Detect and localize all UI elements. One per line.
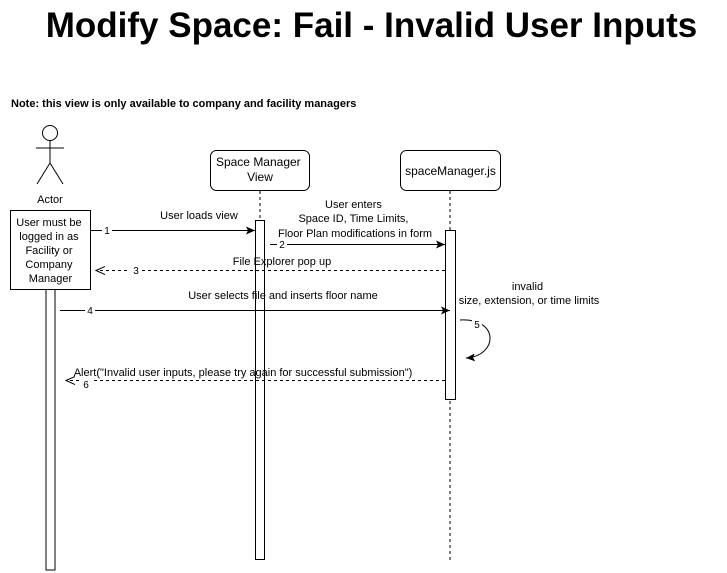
message-1: 1 User loads view xyxy=(91,210,255,237)
participant-space-manager-view-label: Space Manager View xyxy=(216,155,304,184)
message-6-number: 6 xyxy=(83,380,89,391)
actor-icon xyxy=(36,125,64,185)
message-5-number: 5 xyxy=(474,320,480,331)
message-3: 3 File Explorer pop up xyxy=(96,256,445,277)
message-5: 5 invalid size, extension, or time limit… xyxy=(459,281,600,362)
participant-spacemanager-js xyxy=(400,150,501,191)
precondition-box xyxy=(10,210,91,290)
message-1-number: 1 xyxy=(104,226,110,237)
message-2-label: User enters Space ID, Time Limits, Floor… xyxy=(278,199,432,240)
precondition-text: User must be logged in as Facility or Co… xyxy=(16,217,84,285)
participant-spacemanager-js-label: spaceManager.js xyxy=(405,164,496,178)
message-6: 6 Alert("Invalid user inputs, please try… xyxy=(66,367,445,391)
actor-label: Actor xyxy=(37,194,63,206)
actor-activation-bar xyxy=(45,288,56,571)
message-2: 2 User enters Space ID, Time Limits, Flo… xyxy=(270,199,445,251)
message-5-label: invalid size, extension, or time limits xyxy=(459,281,600,307)
participant-space-manager-view xyxy=(210,150,310,191)
message-2-number: 2 xyxy=(279,240,285,251)
message-4: 4 User selects file and inserts floor na… xyxy=(60,290,450,317)
message-4-label: User selects file and inserts floor name xyxy=(188,290,378,302)
message-3-number: 3 xyxy=(133,266,139,277)
message-6-label: Alert("Invalid user inputs, please try a… xyxy=(74,367,413,379)
message-3-label: File Explorer pop up xyxy=(233,256,331,268)
message-4-number: 4 xyxy=(87,306,93,317)
message-1-label: User loads view xyxy=(160,210,238,222)
diagram-title: Modify Space: Fail - Invalid User Inputs xyxy=(45,6,698,45)
activation-spacemanager-js xyxy=(445,230,456,400)
activation-space-manager-view xyxy=(255,220,265,560)
access-note: Note: this view is only available to com… xyxy=(11,98,357,110)
